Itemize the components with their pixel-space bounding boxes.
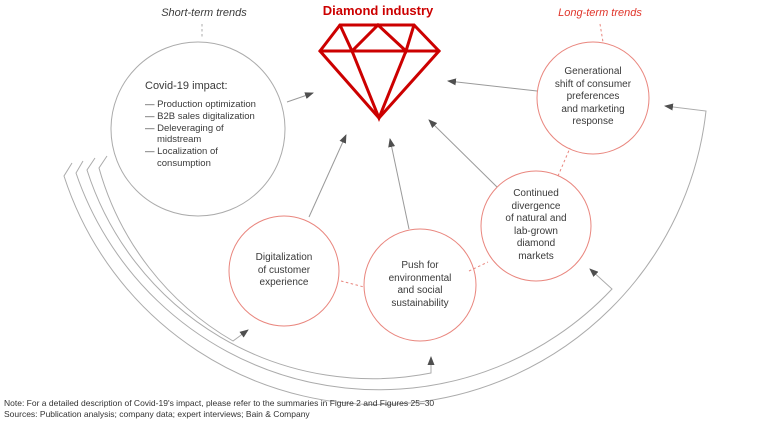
divergence-circle bbox=[480, 170, 592, 282]
dashed-link-digitalization-sustainability bbox=[340, 280, 365, 288]
long-term-trends-label: Long-term trends bbox=[558, 7, 642, 19]
covid-impact-arc-to-digitalization bbox=[98, 155, 249, 342]
covid-item-b2b: — B2B sales digitalization bbox=[145, 110, 255, 122]
digitalization-circle bbox=[228, 215, 340, 327]
arrow-sustainability-to-diamond bbox=[388, 138, 410, 230]
divergence-circle-label: Continued divergence of natural and lab-… bbox=[505, 188, 567, 262]
covid-impact-arc-to-divergence bbox=[75, 160, 613, 391]
covid-item-production: — Production optimization bbox=[145, 99, 256, 110]
covid-circle bbox=[110, 41, 286, 217]
dashed-link-divergence-generational bbox=[557, 147, 571, 177]
covid-heading: Covid-19 impact: bbox=[145, 80, 228, 92]
covid-impact-arc-to-generational bbox=[63, 103, 707, 406]
covid-circle-content: Covid-19 impact: — Production optimizati… bbox=[145, 80, 281, 170]
diagram-title: Diamond industry bbox=[322, 3, 434, 18]
arrow-divergence-to-diamond bbox=[428, 119, 498, 188]
arrow-generational-to-diamond bbox=[447, 78, 538, 92]
dashed-link-longterm-label bbox=[599, 23, 604, 43]
footer-sources: Sources: Publication analysis; company d… bbox=[4, 408, 310, 419]
covid-item-deleveraging: — Deleveraging of midstream bbox=[145, 122, 224, 146]
generational-circle bbox=[536, 41, 650, 155]
generational-circle-label: Generational shift of consumer preferenc… bbox=[554, 66, 632, 127]
arrow-digitalization-to-diamond bbox=[308, 134, 347, 218]
arrow-covid-to-diamond bbox=[286, 92, 314, 103]
covid-item-localization: — Localization of consumption bbox=[145, 146, 218, 169]
sustainability-circle-label: Push for environmental and social sustai… bbox=[388, 260, 452, 309]
short-term-trends-label: Short-term trends bbox=[161, 7, 247, 19]
footer-note: Note: For a detailed description of Covi… bbox=[4, 398, 435, 408]
digitalization-circle-label: Digitalization of customer experience bbox=[255, 252, 313, 288]
covid-impact-arc-to-sustainability bbox=[86, 157, 435, 380]
diamond-icon bbox=[318, 22, 442, 123]
dashed-link-sustainability-divergence bbox=[468, 261, 489, 272]
sustainability-circle bbox=[363, 228, 477, 342]
footer-notes: Note: For a detailed description of Covi… bbox=[4, 398, 624, 419]
